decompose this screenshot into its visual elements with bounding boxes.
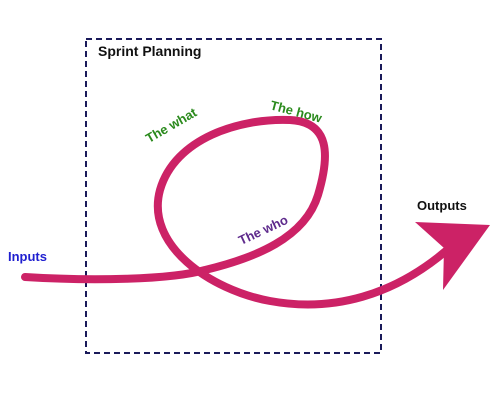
flow-curve [21, 115, 459, 309]
sprint-planning-box [85, 38, 382, 354]
outputs-arrowhead [415, 222, 490, 290]
outputs-label: Outputs [417, 198, 467, 213]
sprint-planning-title: Sprint Planning [98, 43, 202, 59]
inputs-label: Inputs [8, 249, 47, 264]
